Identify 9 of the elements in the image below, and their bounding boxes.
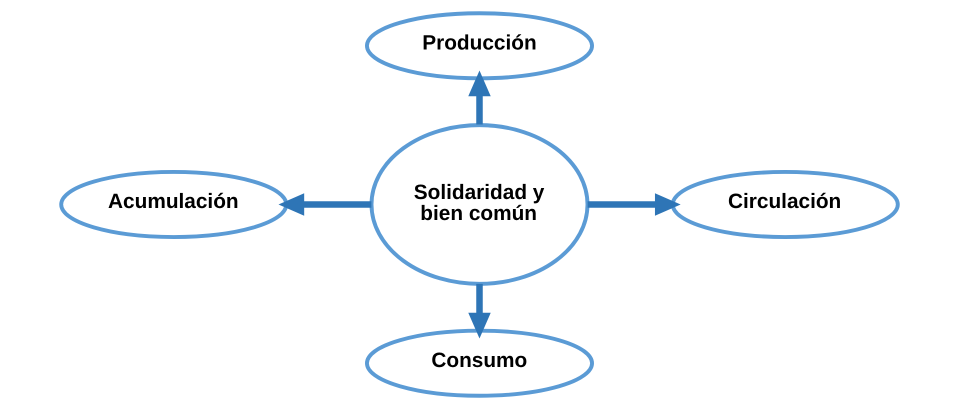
- node-ellipse: Acumulación: [58, 170, 288, 239]
- arrow: [587, 193, 680, 216]
- arrow: [468, 70, 490, 124]
- node-ellipse: Circulación: [670, 170, 900, 239]
- arrow: [278, 193, 371, 216]
- arrow: [468, 284, 490, 338]
- node-ellipse: Solidaridad y bien común: [369, 123, 589, 286]
- node-ellipse: Consumo: [364, 328, 594, 398]
- node-ellipse: Producción: [364, 11, 594, 80]
